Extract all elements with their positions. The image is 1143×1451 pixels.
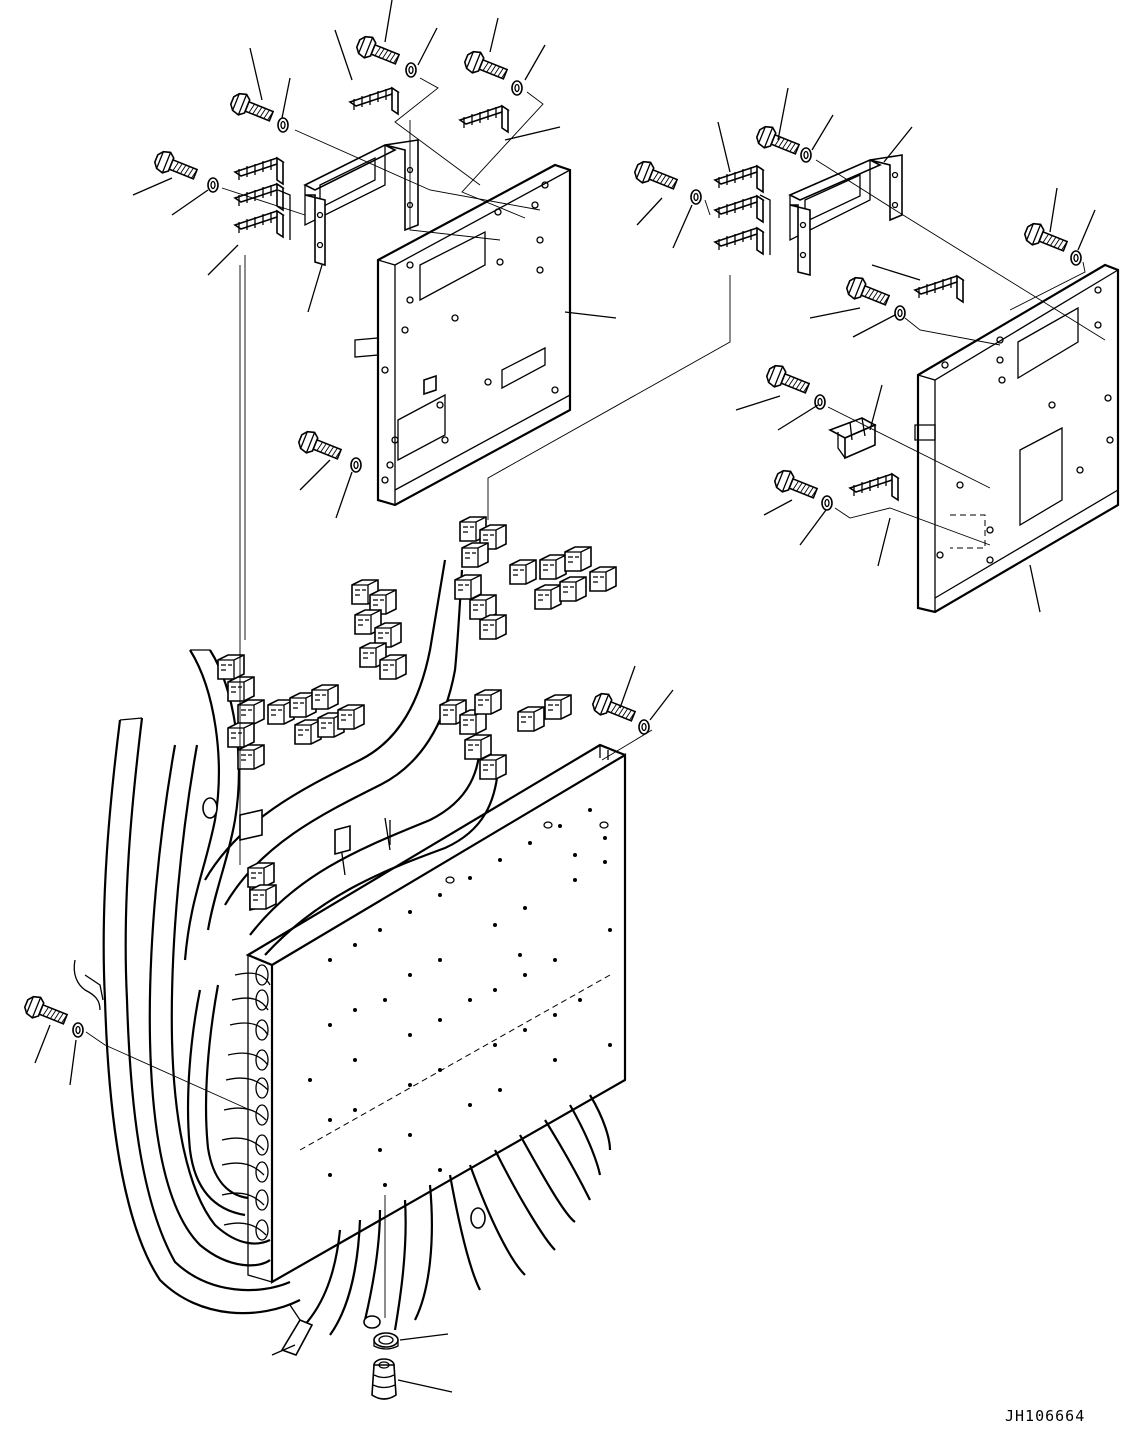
- lock-nut: [373, 1332, 399, 1350]
- leader-lines: [34, 0, 1096, 1393]
- cable-grommet: [371, 1358, 397, 1400]
- assembly-lines: [85, 77, 1106, 1318]
- connector-block: [217, 516, 617, 910]
- electrical-box: [245, 743, 627, 1284]
- connector-block: [234, 87, 964, 501]
- mounting-bracket: [303, 139, 903, 277]
- panel-plate-right: [914, 263, 1120, 614]
- wire-harness: [73, 559, 612, 1356]
- drawing-reference-code: JH106664: [1005, 1407, 1086, 1425]
- panel-plate-left: [354, 163, 572, 507]
